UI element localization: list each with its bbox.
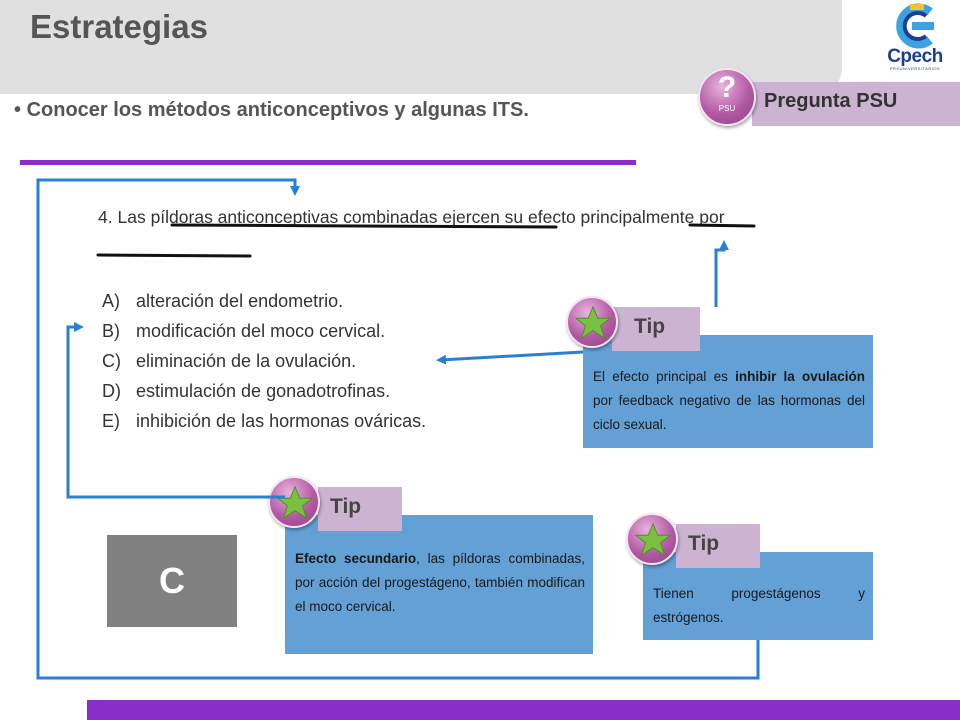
option-d[interactable]: D) estimulación de gonadotrofinas. — [102, 376, 562, 406]
tip-label-2: Tip — [330, 495, 362, 518]
star-icon — [566, 296, 618, 348]
footer-bar — [87, 700, 960, 720]
psu-badge-text: PSU — [718, 104, 736, 113]
pregunta-psu-label: Pregunta PSU — [764, 90, 898, 112]
option-letter: B) — [102, 321, 120, 341]
question-stem: 4. Las píldoras anticonceptivas combinad… — [98, 203, 754, 232]
question-badge-icon: ? PSU — [698, 68, 756, 126]
tip-label-1: Tip — [634, 315, 666, 338]
logo-text: Cpech — [887, 46, 943, 67]
bullet: • — [14, 99, 22, 121]
tip-2-bold: Efecto secundario — [295, 551, 417, 566]
objective-text: Conocer los métodos anticonceptivos y al… — [26, 99, 529, 121]
star-icon-shape — [276, 485, 314, 520]
option-c[interactable]: C) eliminación de la ovulación. — [102, 346, 562, 376]
option-text: inhibición de las hormonas ováricas. — [136, 411, 427, 431]
answer-options: A) alteración del endometrio. B) modificac… — [102, 286, 562, 436]
question-text-3: por — [694, 207, 725, 227]
page-title: Estrategias — [30, 8, 208, 45]
option-letter: C) — [102, 351, 121, 371]
option-b[interactable]: B) modificación del moco cervical. — [102, 316, 562, 346]
tip-3-text: Tienen progestágenos y estrógenos. — [653, 586, 865, 625]
option-text: alteración del endometrio. — [136, 291, 344, 311]
star-icon-shape — [634, 522, 672, 557]
tip1-efecto-connector — [714, 240, 729, 307]
tip-tab-2: Tip — [318, 487, 402, 531]
question-number: 4. — [98, 207, 113, 227]
answer-box: C — [107, 535, 237, 627]
title-bar — [0, 0, 842, 94]
cpech-logo: Cpech PREUNIVERSITARIOS — [880, 2, 950, 74]
tip-tab-3: Tip — [676, 524, 760, 568]
tip-box-1: El efecto principal es inhibir la ovulac… — [583, 335, 873, 448]
pregunta-psu-tab: Pregunta PSU — [752, 82, 960, 126]
tip-1-text-a: El efecto principal es — [593, 369, 736, 384]
option-text: estimulación de gonadotrofinas. — [136, 381, 391, 401]
tip-box-2: Efecto secundario, las píldoras combinad… — [285, 515, 593, 654]
option-e[interactable]: E) inhibición de las hormonas ováricas. — [102, 406, 562, 436]
objective-bullet: • Conocer los métodos anticonceptivos y … — [14, 96, 574, 124]
question-text-2: ejercen su — [437, 207, 529, 227]
star-icon-shape — [574, 305, 612, 340]
question-text-1: Las — [117, 207, 151, 227]
question-mark: ? — [717, 71, 737, 104]
option-a[interactable]: A) alteración del endometrio. — [102, 286, 562, 316]
question-highlight-2: efecto principalmente — [528, 207, 695, 227]
option-letter: A) — [102, 291, 120, 311]
question-highlight-1: píldoras anticonceptivas combinadas — [150, 207, 438, 227]
tip-label-3: Tip — [688, 532, 720, 555]
option-text: modificación del moco cervical. — [136, 321, 386, 341]
option-letter: E) — [102, 411, 120, 431]
logo-subtext: PREUNIVERSITARIOS — [889, 66, 941, 71]
option-text: eliminación de la ovulación. — [136, 351, 357, 371]
cpech-c-icon — [896, 3, 934, 49]
star-icon — [626, 513, 678, 565]
underline-principalmente — [96, 253, 252, 258]
tip-1-text-b: por feedback negativo de las hormonas de… — [593, 393, 865, 432]
star-icon — [268, 476, 320, 528]
tip-tab-1: Tip — [612, 307, 700, 351]
objective-divider — [20, 160, 636, 165]
option-letter: D) — [102, 381, 121, 401]
tip-1-bold: inhibir la ovulación — [735, 369, 865, 384]
